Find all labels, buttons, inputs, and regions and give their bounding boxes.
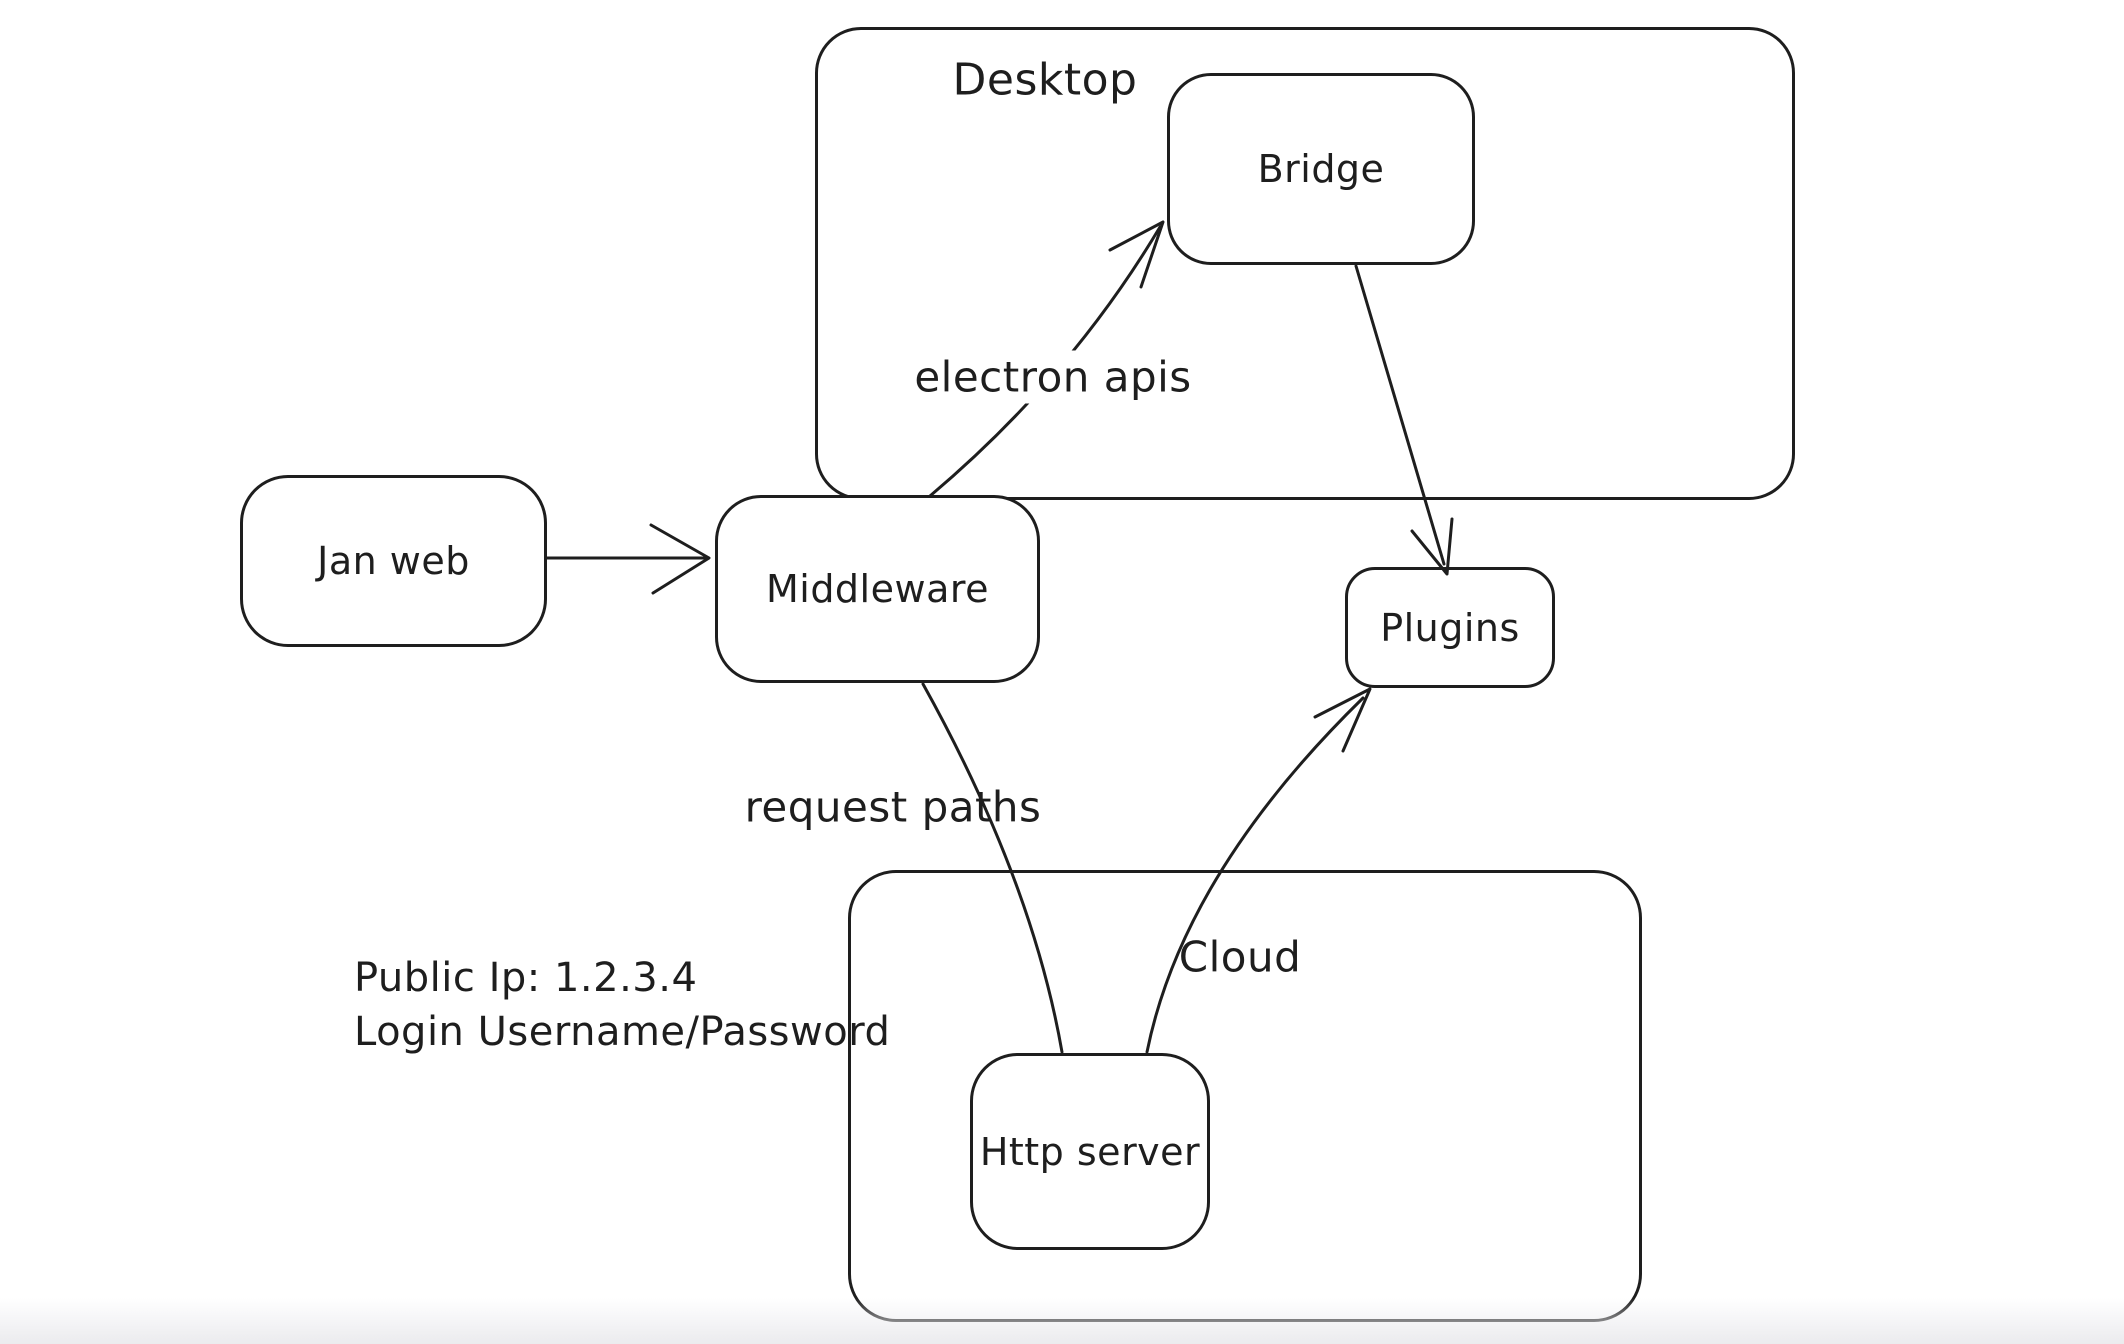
node-jan-web-label: Jan web [317, 539, 470, 583]
edge-label-request-paths: request paths [744, 782, 1042, 832]
edge-jan-web-to-middleware[interactable] [545, 523, 711, 595]
arrowhead [1313, 687, 1372, 753]
node-bridge-label: Bridge [1257, 147, 1385, 191]
note-text[interactable]: Public Ip: 1.2.3.4 Login Username/Passwo… [354, 951, 890, 1059]
edge-label-electron-apis: electron apis [904, 350, 1202, 404]
desktop-container-label: Desktop [952, 54, 1138, 106]
node-middleware-label: Middleware [765, 567, 990, 611]
node-http-server[interactable]: Http server [970, 1053, 1210, 1250]
note-line-login: Login Username/Password [354, 1009, 891, 1055]
desktop-container-rect[interactable] [815, 27, 1795, 500]
arrowhead [1410, 517, 1454, 576]
cloud-container-label: Cloud [1178, 932, 1302, 982]
node-http-server-label: Http server [979, 1129, 1201, 1174]
node-middleware[interactable]: Middleware [715, 495, 1040, 683]
node-bridge[interactable]: Bridge [1167, 73, 1475, 265]
note-line-public-ip: Public Ip: 1.2.3.4 [354, 955, 698, 1001]
node-plugins-label: Plugins [1380, 605, 1520, 650]
node-jan-web[interactable]: Jan web [240, 475, 547, 647]
arrowhead [649, 523, 711, 595]
node-plugins[interactable]: Plugins [1345, 567, 1555, 688]
